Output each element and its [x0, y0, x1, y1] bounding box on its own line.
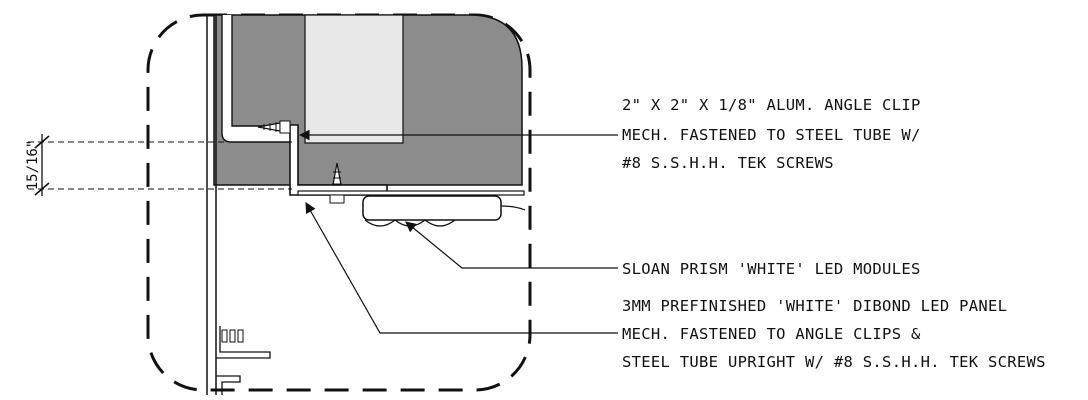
callout-line: 3MM PREFINISHED 'WHITE' DIBOND LED PANEL	[622, 297, 1007, 315]
lower-bracket	[216, 326, 271, 395]
led-panel	[297, 190, 525, 196]
tek-screw-horizontal	[257, 120, 291, 134]
callout-angle-clip: 2" X 2" X 1/8" ALUM. ANGLE CLIP MECH. FA…	[622, 96, 921, 172]
tek-screw-vertical	[329, 162, 345, 204]
callout-led-modules: SLOAN PRISM 'WHITE' LED MODULES	[622, 260, 921, 278]
led-module	[362, 195, 526, 227]
leader-led-modules	[405, 221, 618, 269]
leader-dibond-panel	[305, 202, 618, 334]
callout-line: #8 S.S.H.H. TEK SCREWS	[622, 154, 834, 172]
dimension-15-16	[28, 134, 292, 196]
callout-dibond-panel: 3MM PREFINISHED 'WHITE' DIBOND LED PANEL…	[622, 297, 1046, 371]
tube-plate	[304, 14, 404, 144]
angle-clip	[289, 124, 388, 196]
dimension-label: 15/16"	[25, 140, 41, 191]
callout-line: STEEL TUBE UPRIGHT W/ #8 S.S.H.H. TEK SC…	[622, 353, 1046, 371]
callout-line: MECH. FASTENED TO ANGLE CLIPS &	[622, 325, 921, 343]
callout-line: MECH. FASTENED TO STEEL TUBE W/	[622, 126, 921, 144]
callout-line: SLOAN PRISM 'WHITE' LED MODULES	[622, 260, 921, 278]
callout-line: 2" X 2" X 1/8" ALUM. ANGLE CLIP	[622, 96, 921, 114]
